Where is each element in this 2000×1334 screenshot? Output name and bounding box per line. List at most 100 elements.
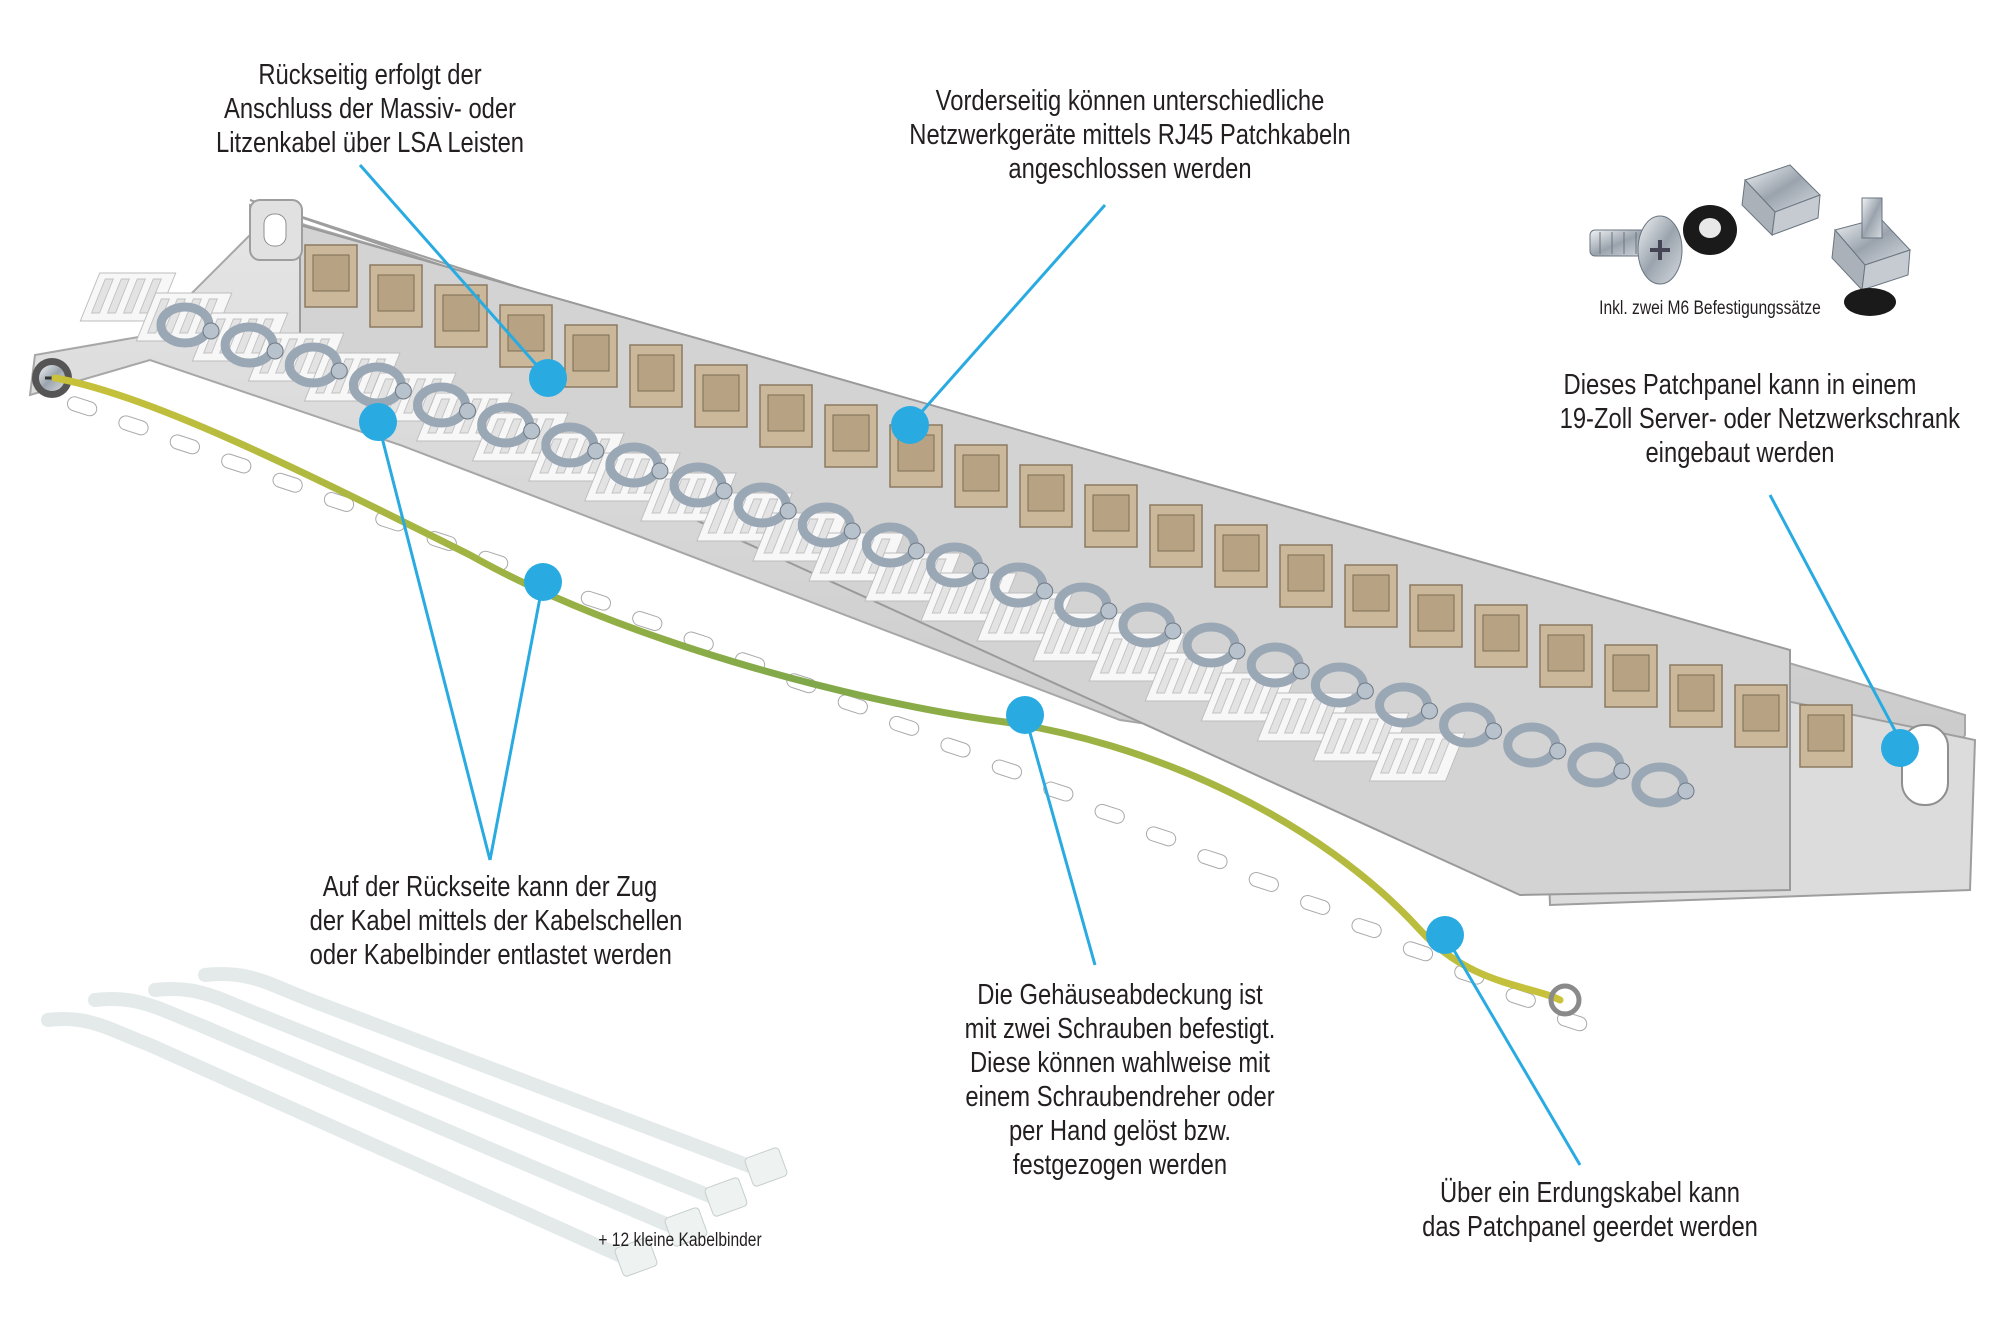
rj45-port [1474, 604, 1528, 668]
cable-tie-slot-row [66, 396, 1588, 1032]
cable-clamp [1054, 582, 1118, 628]
leader-front-connection [908, 204, 1107, 426]
cable-tie [41, 1012, 658, 1277]
marker-rj45 [891, 406, 929, 444]
cable-tie-slot [940, 737, 971, 758]
cable-clamp [220, 322, 284, 368]
marker-housing-screw [1006, 696, 1044, 734]
marker-cable-tie [524, 563, 562, 601]
cable-tie-slot [1248, 871, 1279, 892]
cable-ties [41, 967, 788, 1277]
rj45-port [954, 444, 1008, 508]
cable-clamp [1182, 622, 1246, 668]
rj45-port [304, 244, 358, 308]
leader-rear-connection [358, 164, 550, 379]
rj45-port [1214, 524, 1268, 588]
cable-tie-slot [1351, 918, 1382, 939]
cable-clamp [669, 462, 733, 508]
cable-tie-slot [1145, 826, 1177, 847]
cable-clamp [413, 382, 477, 428]
cable-clamp [284, 342, 348, 388]
cable-clamp [990, 562, 1054, 608]
cable-clamp [348, 362, 412, 408]
cable-clamp [1310, 662, 1374, 708]
annotation-line: per Hand gelöst bzw. [1008, 1115, 1232, 1147]
cable-tie-slot [632, 611, 663, 631]
cable-tie-slot [66, 396, 98, 417]
leader-strain-tie [488, 581, 545, 861]
annotation-line: Die Gehäuseabdeckung ist [977, 979, 1263, 1011]
rj45-port [1604, 644, 1658, 708]
cage-nut [1741, 164, 1821, 237]
rj45-port [434, 284, 488, 348]
cable-clamp [1374, 682, 1438, 728]
leader-lines [358, 164, 1902, 1166]
lsa-module [1368, 732, 1466, 782]
cable-tie-slot [991, 759, 1023, 780]
annotation-housing-cover: Die Gehäuseabdeckung ist mit zwei Schrau… [956, 978, 1284, 1182]
annotation-line: Litzenkabel über LSA Leisten [215, 127, 525, 159]
cable-tie-slot [580, 590, 612, 611]
annotation-rack-mount: Dieses Patchpanel kann in einem 19-Zoll … [1559, 368, 1961, 470]
annotation-rear-connection: Rückseitig erfolgt der Anschluss der Mas… [198, 58, 542, 160]
annotation-grounding: Über ein Erdungskabel kann das Patchpane… [1418, 1176, 1762, 1244]
annotation-line: Netzwerkgeräte mittels RJ45 Patchkabeln [909, 119, 1351, 151]
leader-rack-mount [1768, 494, 1902, 741]
cable-tie-slot [1556, 1011, 1588, 1032]
rj45-port [759, 384, 813, 448]
rj45-port [1539, 624, 1593, 688]
annotation-line: Vorderseitig können unterschiedliche [935, 85, 1325, 117]
cable-tie [148, 982, 748, 1217]
cable-tie-slot [1094, 803, 1125, 824]
annotation-line: Diese können wahlweise mit [969, 1047, 1271, 1079]
callout-markers [359, 359, 1919, 954]
rj45-port [629, 344, 683, 408]
cable-tie [88, 992, 708, 1247]
cable-clamp [156, 302, 220, 348]
rj45-port [1019, 464, 1073, 528]
annotation-line: einem Schraubendreher oder [965, 1081, 1275, 1113]
cable-clamp [477, 402, 541, 448]
annotation-line: der Kabel mittels der Kabelschellen [309, 905, 683, 937]
cable-tie-slot [169, 434, 200, 455]
m6-screw [1589, 215, 1683, 285]
cable-tie-slot [118, 415, 149, 436]
ground-cable [51, 374, 1564, 1004]
left-mounting-slot [263, 213, 287, 247]
cable-clamp [1439, 702, 1503, 748]
cable-tie-slot [1402, 941, 1434, 962]
rj45-port [1279, 544, 1333, 608]
cable-tie-slot [272, 472, 303, 493]
cable-clamp [797, 502, 861, 548]
caption-cable-ties: + 12 kleine Kabelbinder [590, 1230, 770, 1252]
cable-clamp-row [156, 302, 1695, 808]
caption-line: Inkl. zwei M6 Befestigungssätze [1599, 298, 1821, 319]
plastic-washer [1683, 205, 1737, 255]
cable-clamp [1567, 742, 1631, 788]
cable-clamp [1503, 722, 1567, 768]
marker-ground [1426, 916, 1464, 954]
rj45-port [1344, 564, 1398, 628]
rj45-port-row [304, 244, 1853, 768]
annotation-line: eingebaut werden [1645, 437, 1835, 469]
cable-tie-slot [1300, 894, 1331, 915]
patch-panel [28, 199, 1977, 1032]
marker-rack-ear [1881, 729, 1919, 767]
annotation-strain-relief: Auf der Rückseite kann der Zug der Kabel… [309, 870, 683, 972]
annotation-line: Anschluss der Massiv- oder [223, 93, 517, 125]
annotation-line: oder Kabelbinder entlastet werden [309, 939, 672, 971]
marker-cable-clamp [359, 403, 397, 441]
annotation-line: angeschlossen werden [1008, 153, 1252, 185]
cable-tie-slot [889, 715, 920, 736]
annotation-line: Auf der Rückseite kann der Zug [322, 871, 658, 903]
rj45-port [694, 364, 748, 428]
rj45-port [1669, 664, 1723, 728]
rj45-port [1149, 504, 1203, 568]
annotation-line: 19-Zoll Server- oder Netzwerkschrank [1559, 403, 1961, 435]
cable-clamp [541, 422, 605, 468]
ground-ring-terminal [1548, 983, 1582, 1017]
annotation-line: das Patchpanel geerdet werden [1422, 1211, 1758, 1243]
cable-clamp [1246, 642, 1310, 688]
cable-clamp [926, 542, 990, 588]
